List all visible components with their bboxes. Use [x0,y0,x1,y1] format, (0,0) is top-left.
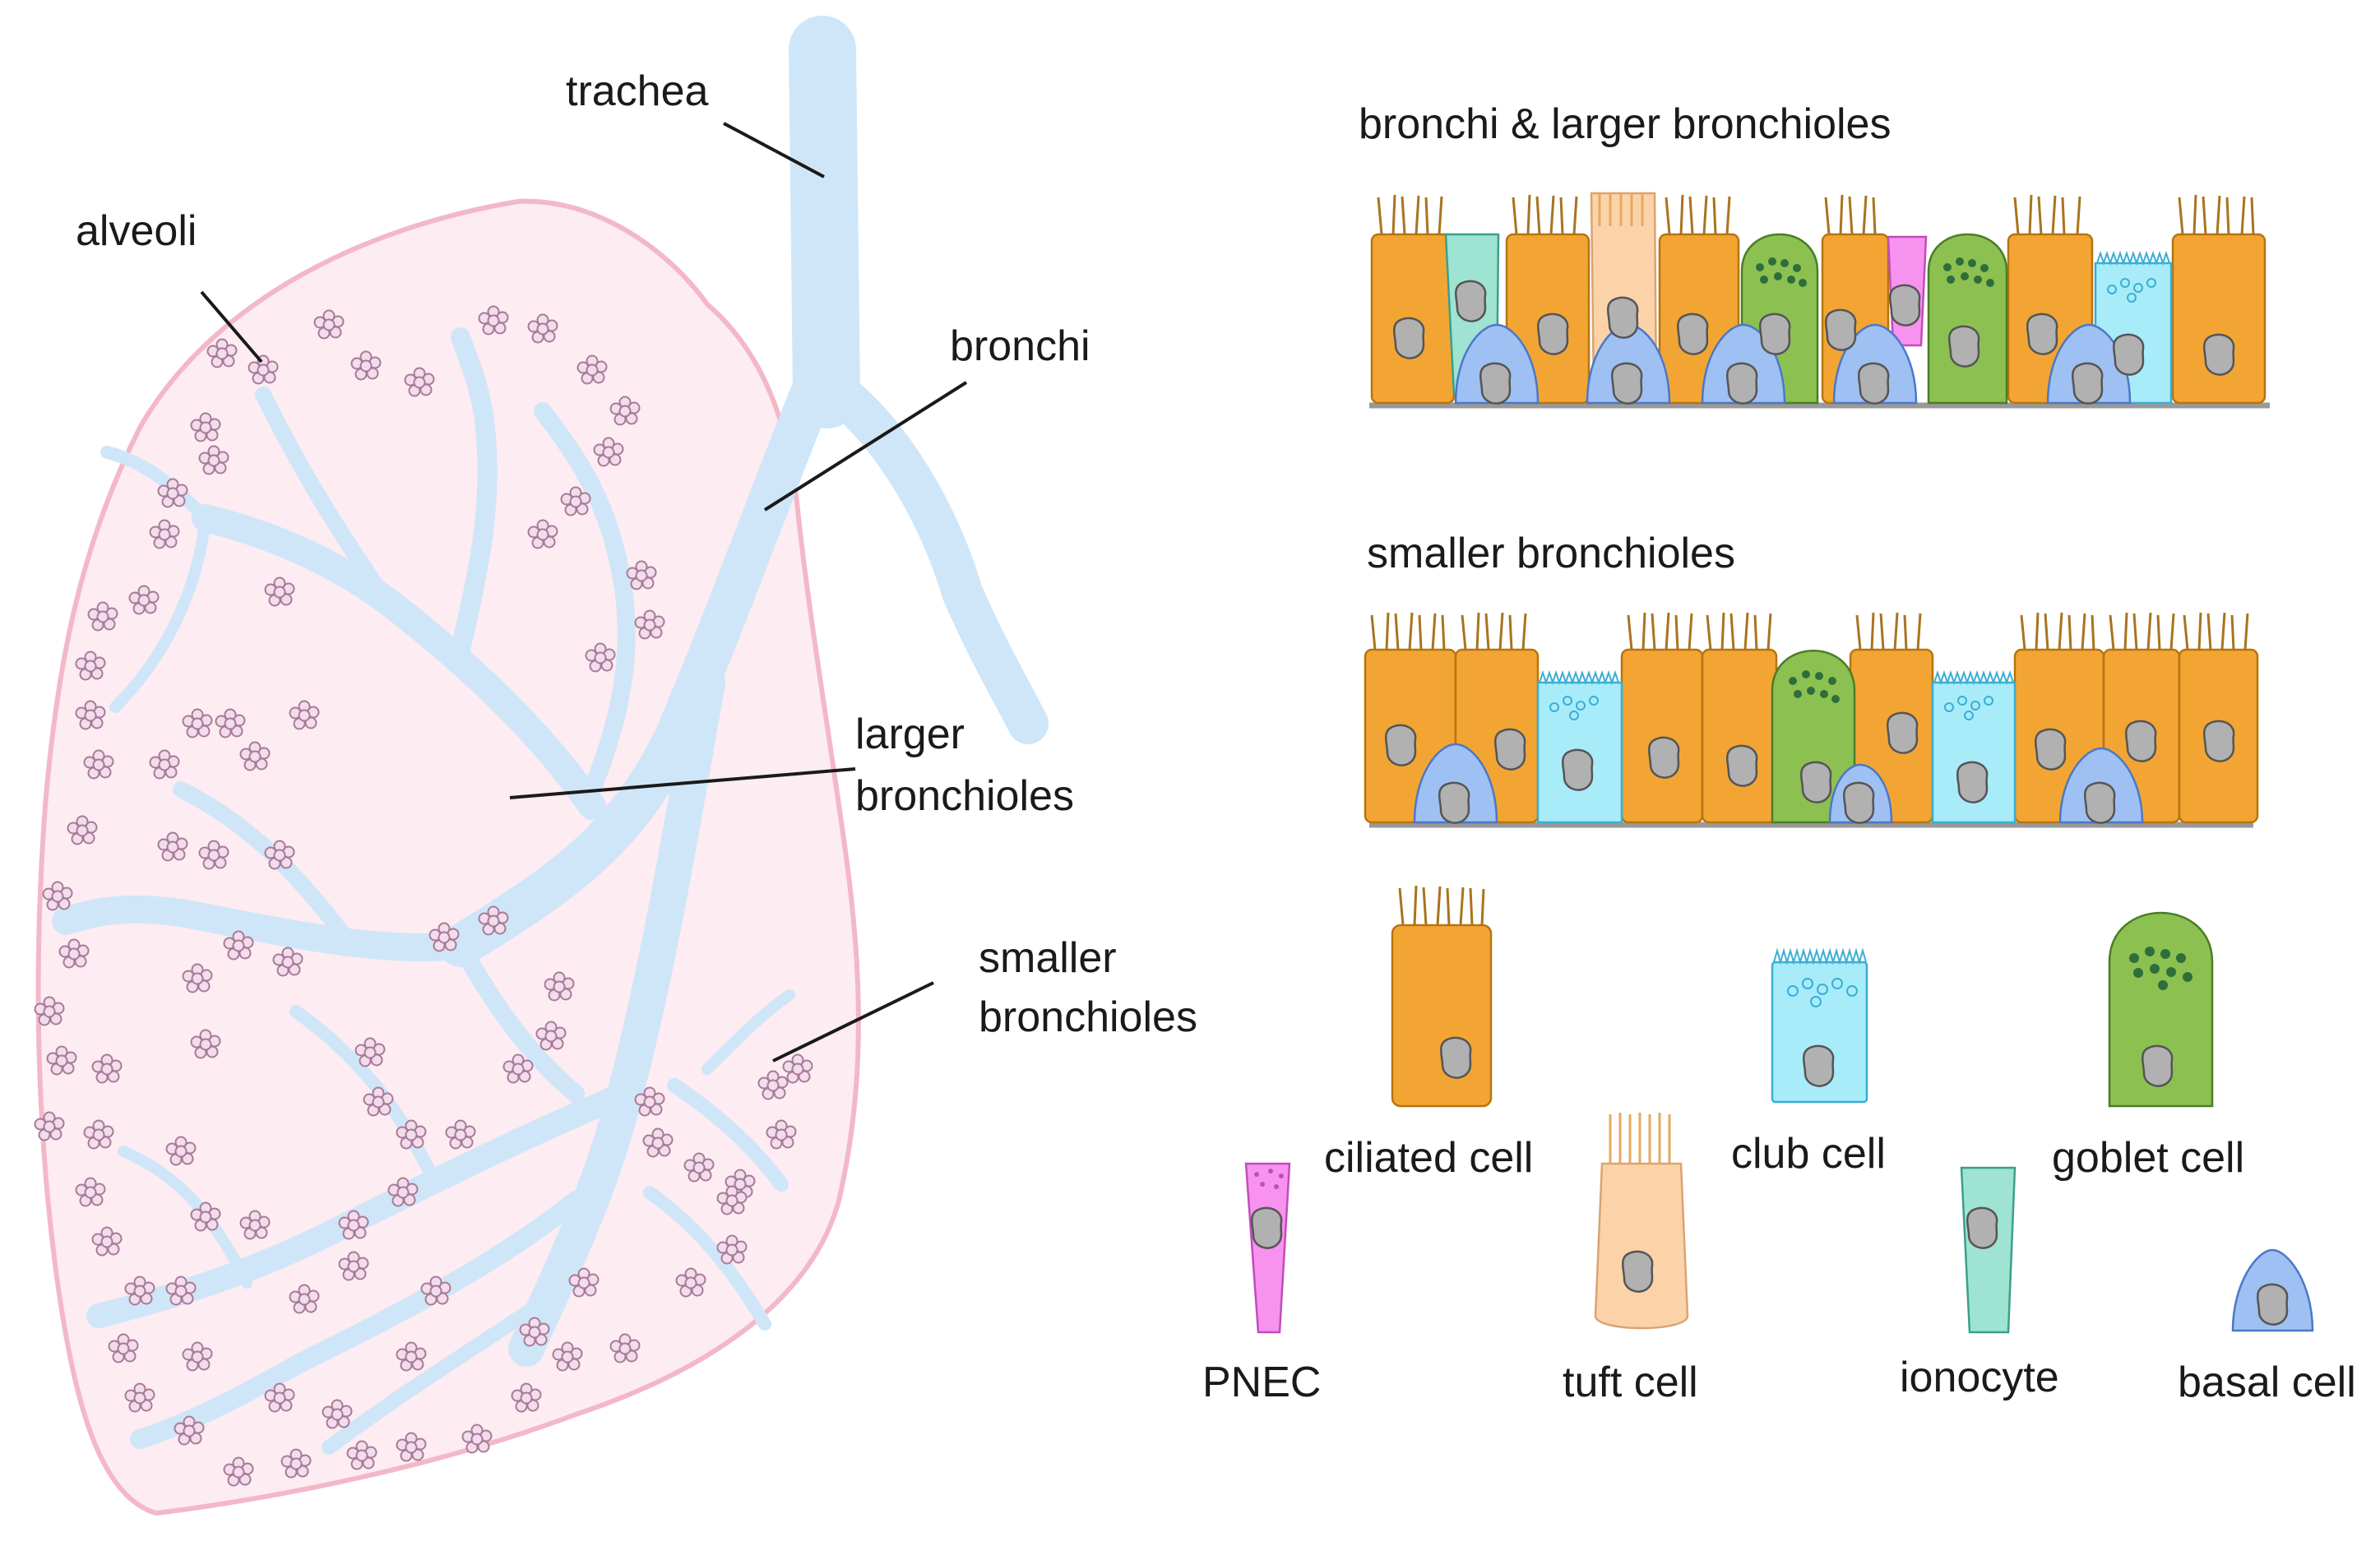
panel-title-smaller-bronchioles: smaller bronchioles [1367,530,1735,577]
legend-label-pnec: PNEC [1202,1359,1321,1406]
goblet-cell [1771,650,1856,824]
legend-tuft-cell-icon [1594,1113,1689,1330]
legend-label-ciliated: ciliated cell [1324,1134,1533,1182]
panel-title-bronchi: bronchi & larger bronchioles [1359,100,1891,148]
label-larger-bronchioles-line2: bronchioles [855,772,1074,820]
legend-label-basal: basal cell [2178,1359,2356,1406]
epithelium-bronchi [1369,192,2270,409]
legend: ciliated cell club cell goblet cell PNEC [1202,885,2356,1406]
lung-outline [35,198,861,1516]
goblet-cell [1927,233,2008,405]
legend-goblet-cell-icon [2108,911,2214,1108]
label-bronchi: bronchi [950,322,1090,370]
legend-label-ionocyte: ionocyte [1900,1354,2059,1401]
legend-club-cell-icon [1771,947,1868,1104]
label-larger-bronchioles-line1: larger [855,711,965,758]
cilia [1370,612,2249,650]
leader-lines [200,122,968,1063]
lung-lobe [35,198,861,1516]
epithelium-smaller-bronchioles [1364,612,2259,828]
legend-label-club: club cell [1731,1130,1886,1178]
label-smaller-bronchioles-line2: bronchioles [979,993,1197,1041]
legend-pnec-icon [1244,1162,1291,1334]
club-cell [1931,681,2017,824]
legend-label-goblet: goblet cell [2052,1134,2244,1182]
label-trachea: trachea [566,67,709,115]
legend-label-tuft: tuft cell [1563,1359,1698,1406]
trachea [789,16,860,428]
label-smaller-bronchioles-line1: smaller [979,934,1117,982]
label-alveoli: alveoli [76,207,197,255]
right-bronchus [810,366,1049,744]
airway-tree [52,16,1049,1455]
legend-basal-cell-icon [2231,1248,2314,1332]
legend-ionocyte-icon [1960,1166,2017,1334]
left-bronchus [439,365,836,967]
legend-ciliated-cell-icon [1391,885,1493,1108]
cilia [1377,194,2255,235]
